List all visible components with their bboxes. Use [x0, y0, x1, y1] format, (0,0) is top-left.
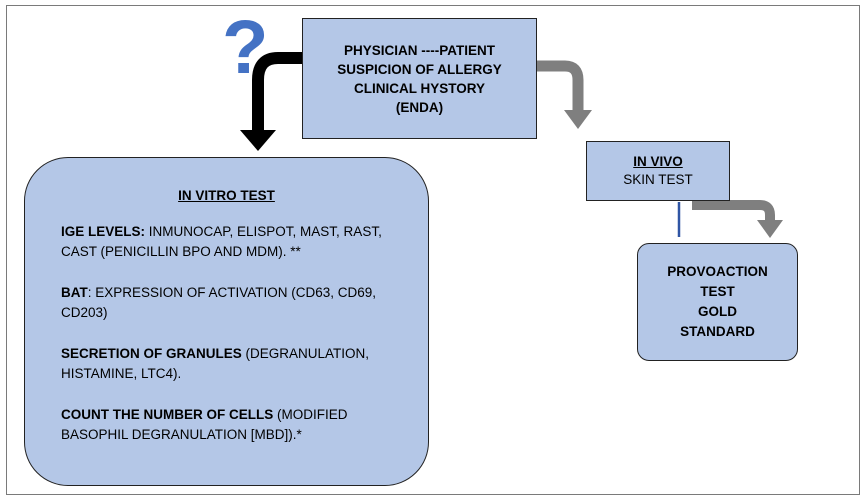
in-vitro-item-bold: SECRETION OF GRANULES	[61, 346, 242, 361]
arrow-to-in-vitro	[252, 52, 302, 132]
in-vitro-item-text: (MODIFIED BASOPHIL DEGRANULATION [MBD]).…	[61, 407, 348, 442]
in-vitro-item-bold: COUNT THE NUMBER OF CELLS	[61, 407, 274, 422]
provocation-line: GOLD	[698, 304, 737, 319]
arrow-to-provocation-head	[757, 220, 783, 238]
in-vivo-box: IN VIVO SKIN TEST	[586, 141, 730, 201]
physician-line: CLINICAL HYSTORY	[353, 80, 485, 96]
in-vitro-item: BAT: EXPRESSION OF ACTIVATION (CD63, CD6…	[61, 283, 414, 323]
in-vitro-box: IN VITRO TEST IGE LEVELS: INMUNOCAP, ELI…	[24, 157, 429, 486]
physician-line: (ENDA)	[395, 99, 444, 115]
physician-line: SUSPICION OF ALLERGY	[337, 61, 502, 77]
question-mark-icon: ?	[222, 5, 269, 90]
in-vitro-title: IN VITRO TEST	[178, 188, 275, 203]
provocation-line: TEST	[700, 284, 735, 299]
in-vitro-item-bold: BAT	[61, 285, 88, 300]
arrow-to-in-vitro-head	[240, 130, 276, 151]
in-vitro-item: IGE LEVELS: INMUNOCAP, ELISPOT, MAST, RA…	[61, 222, 414, 262]
provocation-line: STANDARD	[680, 324, 755, 339]
in-vitro-item-text: INMUNOCAP, ELISPOT, MAST, RAST, CAST (PE…	[61, 224, 382, 259]
provocation-line: PROVOACTION	[667, 264, 768, 279]
arrow-to-in-vivo	[537, 60, 584, 112]
diagram-frame	[6, 5, 860, 495]
in-vitro-item-text: (DEGRANULATION, HISTAMINE, LTC4).	[61, 346, 370, 381]
in-vitro-item: SECRETION OF GRANULES (DEGRANULATION, HI…	[61, 344, 414, 384]
provocation-test-box: PROVOACTION TEST GOLD STANDARD	[637, 243, 798, 361]
physician-patient-box: PHYSICIAN ----PATIENT SUSPICION OF ALLER…	[302, 18, 537, 139]
arrow-to-in-vivo-head	[564, 110, 592, 129]
in-vitro-item: COUNT THE NUMBER OF CELLS (MODIFIED BASO…	[61, 405, 414, 445]
arrow-to-provocation	[692, 200, 775, 222]
physician-line: PHYSICIAN ----PATIENT	[344, 42, 495, 58]
in-vivo-title: IN VIVO	[633, 154, 683, 169]
in-vitro-item-bold: IGE LEVELS:	[61, 224, 146, 239]
in-vivo-subtitle: SKIN TEST	[623, 172, 693, 187]
in-vitro-item-text: : EXPRESSION OF ACTIVATION (CD63, CD69, …	[61, 285, 377, 320]
